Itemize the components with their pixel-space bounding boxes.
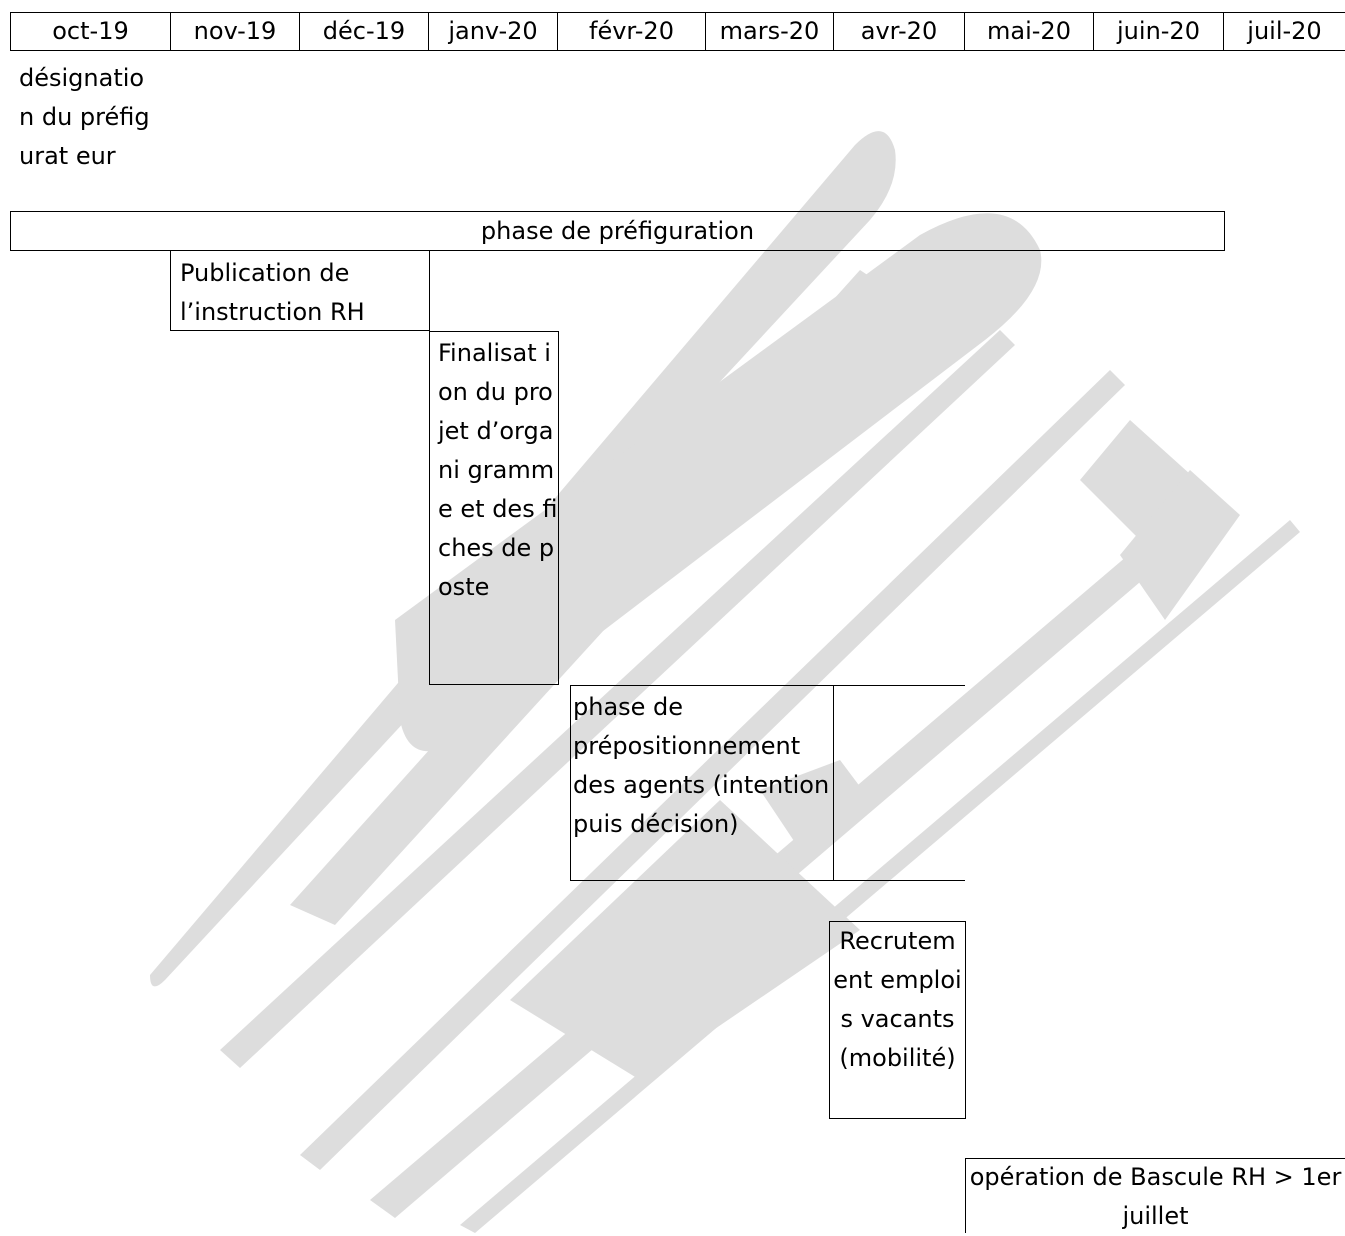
month-nov-19: nov-19 [171, 12, 300, 51]
instruction-right-border [429, 251, 430, 331]
month-dec-19: déc-19 [300, 12, 429, 51]
month-juil-20: juil-20 [1224, 12, 1345, 51]
month-fevr-20: févr-20 [558, 12, 706, 51]
task-prepositionnement-agents: phase de prépositionnement des agents (i… [570, 685, 834, 881]
month-mars-20: mars-20 [706, 12, 834, 51]
task-publication-instruction-rh: Publication de l’instruction RH [180, 259, 365, 326]
prepositionnement-bottom-extension [834, 880, 965, 881]
month-avr-20: avr-20 [834, 12, 965, 51]
watermark-stroke [395, 213, 1042, 752]
watermark-square [760, 760, 870, 850]
task-phase-prefiguration: phase de préfiguration [10, 211, 1225, 251]
bascule-top-border [965, 1158, 1345, 1159]
prepositionnement-top-extension [834, 685, 965, 686]
watermark-stroke [300, 370, 1125, 1170]
task-designation-prefigurateur: désignatio n du préfigurat eur [19, 64, 150, 170]
task-recrutement-emplois-vacants: Recrutem ent emplois vacants (mobilité) [829, 921, 966, 1119]
task-operation-bascule-rh: opération de Bascule RH > 1er juillet [969, 1163, 1342, 1230]
bascule-left-border [965, 1158, 966, 1233]
watermark-stroke [510, 800, 860, 1080]
month-juin-20: juin-20 [1094, 12, 1224, 51]
task-finalisation-organigramme: Finalisat ion du projet d’organi gramme … [429, 331, 559, 685]
instruction-left-border [170, 251, 171, 331]
instruction-bottom-border [170, 330, 430, 331]
month-oct-19: oct-19 [10, 12, 171, 51]
month-janv-20: janv-20 [429, 12, 558, 51]
watermark-square [1120, 470, 1240, 620]
watermark-stroke [220, 330, 1015, 1068]
month-mai-20: mai-20 [965, 12, 1094, 51]
